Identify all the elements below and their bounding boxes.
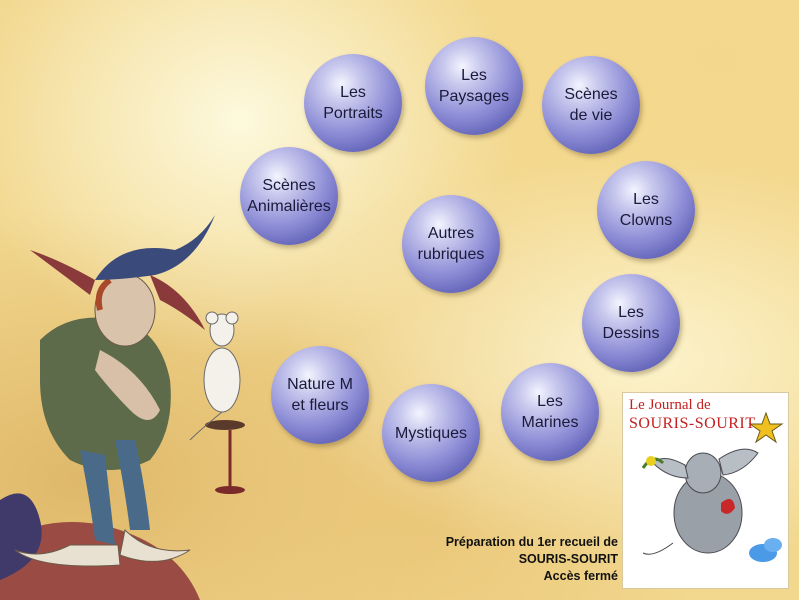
menu-les-portraits[interactable]: Les Portraits xyxy=(304,54,402,152)
journal-illustration xyxy=(641,411,784,562)
recueil-notice-line2: SOURIS-SOURIT xyxy=(518,552,618,566)
menu-scenes-animalieres-label: Scènes Animalières xyxy=(247,177,331,215)
journal-cover[interactable]: Le Journal de SOURIS-SOURIT xyxy=(622,392,789,589)
jester-illustration xyxy=(0,215,245,600)
menu-les-dessins[interactable]: Les Dessins xyxy=(582,274,680,372)
menu-mystiques[interactable]: Mystiques xyxy=(382,384,480,482)
menu-les-paysages[interactable]: Les Paysages xyxy=(425,37,523,135)
menu-les-paysages-label: Les Paysages xyxy=(438,67,510,105)
menu-les-marines-label: Les Marines xyxy=(521,393,579,431)
menu-scenes-de-vie[interactable]: Scènes de vie xyxy=(542,56,640,154)
menu-nature-et-fleurs[interactable]: Nature M et fleurs xyxy=(271,346,369,444)
journal-title-line1: Le Journal de xyxy=(629,397,711,413)
menu-scenes-de-vie-label: Scènes de vie xyxy=(564,86,618,124)
recueil-notice-line1: Préparation du 1er recueil de xyxy=(445,535,618,549)
menu-nature-et-fleurs-label: Nature M et fleurs xyxy=(287,376,353,414)
menu-autres-rubriques-label: Autres rubriques xyxy=(417,225,485,263)
menu-mystiques-label: Mystiques xyxy=(394,424,468,442)
menu-les-clowns-label: Les Clowns xyxy=(619,191,673,229)
menu-les-clowns[interactable]: Les Clowns xyxy=(597,161,695,259)
recueil-notice: Préparation du 1er recueil de SOURIS-SOU… xyxy=(446,534,618,585)
menu-scenes-animalieres[interactable]: Scènes Animalières xyxy=(240,147,338,245)
recueil-notice-line3: Accès fermé xyxy=(543,569,618,583)
menu-les-marines[interactable]: Les Marines xyxy=(501,363,599,461)
menu-les-portraits-label: Les Portraits xyxy=(323,84,383,122)
journal-title-line2: SOURIS-SOURIT xyxy=(629,415,756,432)
menu-les-dessins-label: Les Dessins xyxy=(602,304,660,342)
menu-autres-rubriques[interactable]: Autres rubriques xyxy=(402,195,500,293)
